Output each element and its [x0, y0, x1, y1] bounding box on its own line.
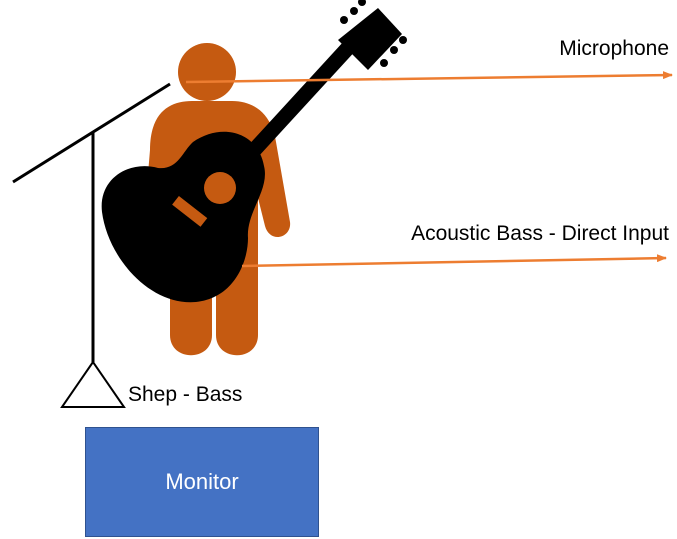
monitor-wedge: Monitor [85, 427, 319, 537]
tuning-peg [380, 59, 388, 67]
mic-stand-icon [12, 82, 171, 408]
tuning-peg [358, 0, 366, 6]
guitar-sound-hole [204, 172, 236, 204]
monitor-label: Monitor [165, 469, 239, 494]
guitar-neck [206, 32, 363, 202]
mic-stand-base [60, 360, 126, 408]
microphone-signal-arrow [185, 71, 673, 84]
acoustic-guitar-icon [101, 0, 407, 303]
microphone-label: Microphone [559, 37, 669, 60]
tuning-peg [399, 36, 407, 44]
guitar-headstock [338, 8, 402, 70]
direct-input-label: Acoustic Bass - Direct Input [411, 222, 669, 245]
tuning-peg [350, 7, 358, 15]
tuning-peg [340, 16, 348, 24]
person-head [178, 43, 236, 101]
direct-input-signal-arrow [241, 254, 667, 268]
guitar-bridge [172, 195, 208, 227]
tuning-peg [390, 46, 398, 54]
player-label: Shep - Bass [128, 383, 243, 406]
